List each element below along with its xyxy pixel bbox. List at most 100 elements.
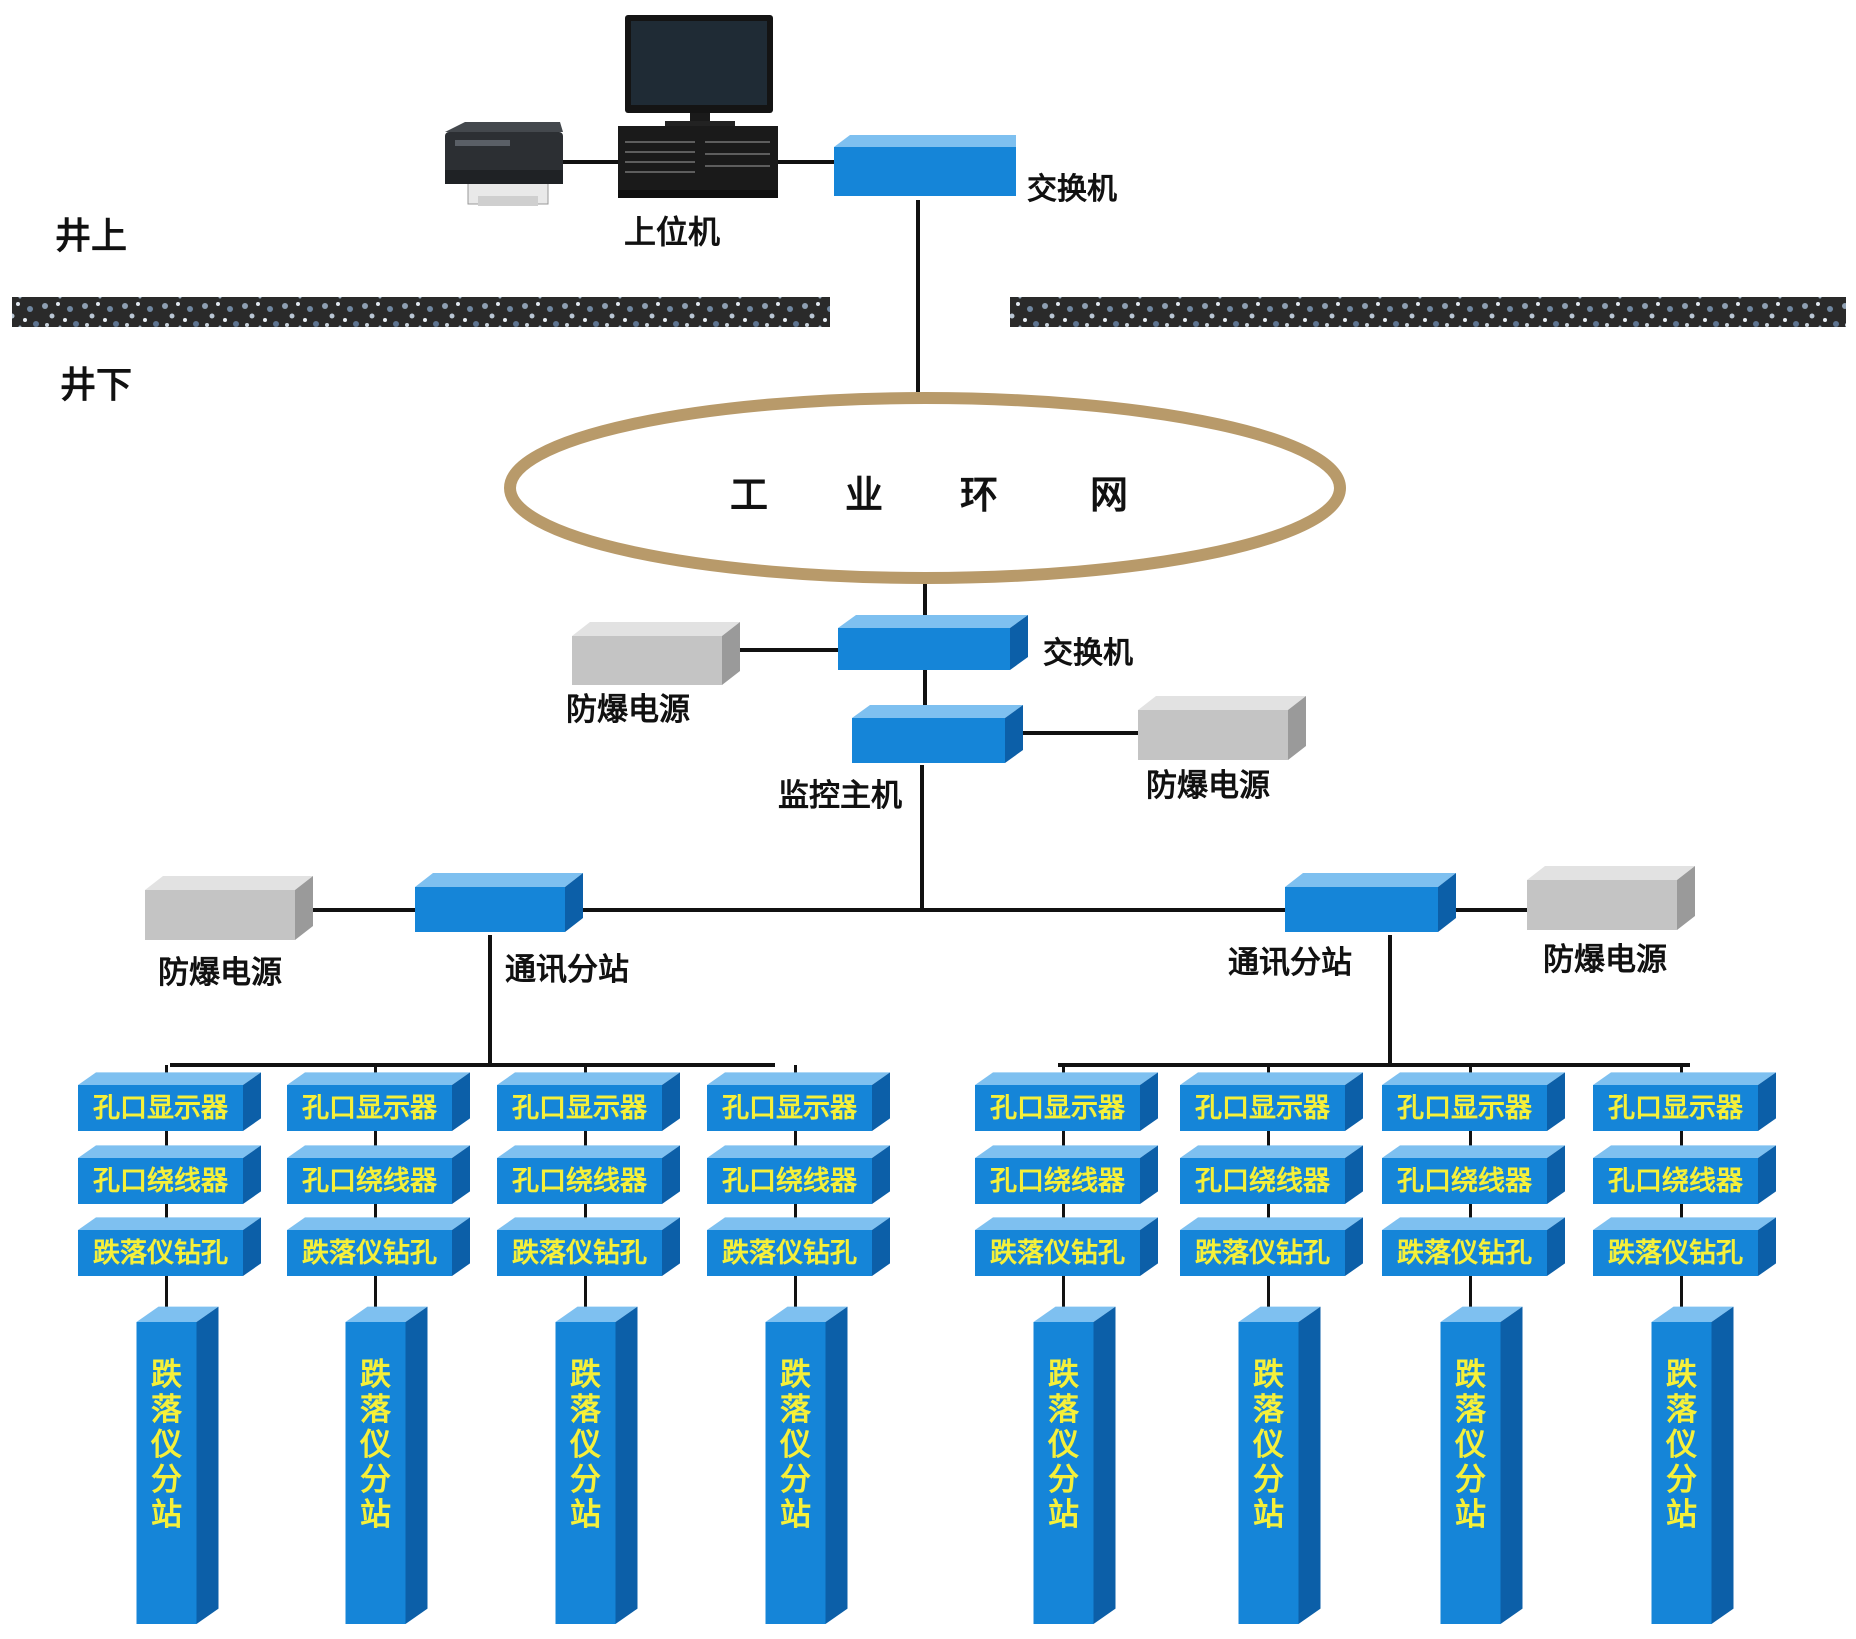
hole-winder-label-2: 孔口绕线器 <box>302 1165 438 1197</box>
drop-drill-box-3 <box>497 1217 680 1276</box>
hole-display-label-5: 孔口显示器 <box>990 1093 1126 1124</box>
drop-substation-pillar-5 <box>1033 1306 1116 1624</box>
drop-substation-char-5-2: 落 <box>1048 1392 1080 1428</box>
hole-winder-box-2 <box>287 1145 470 1204</box>
top-switch-label: 交换机 <box>1027 172 1117 207</box>
drop-substation-pillar-1 <box>136 1306 219 1624</box>
drop-substation-char-3-2: 落 <box>570 1392 602 1428</box>
hole-display-label-2: 孔口显示器 <box>302 1093 438 1124</box>
station-left-icon <box>415 873 583 932</box>
drop-drill-box-5 <box>975 1217 1158 1276</box>
ring-char-3: 环 <box>960 473 998 517</box>
drop-drill-box-1 <box>78 1217 261 1276</box>
drop-substation-char-5-4: 分 <box>1048 1462 1079 1498</box>
drop-drill-box-6 <box>1180 1217 1363 1276</box>
drop-substation-char-6-5: 站 <box>1253 1497 1284 1533</box>
hole-winder-label-1: 孔口绕线器 <box>93 1165 229 1197</box>
power-supply-left-label: 防爆电源 <box>566 692 690 728</box>
drop-drill-box-8 <box>1593 1217 1776 1276</box>
drop-substation-char-1-1: 跌 <box>151 1357 182 1393</box>
ring-char-1: 工 <box>730 473 768 517</box>
drop-substation-char-4-5: 站 <box>780 1497 811 1533</box>
drop-substation-char-7-3: 仪 <box>1454 1427 1486 1463</box>
top-switch-icon <box>834 135 1016 196</box>
core-switch-icon <box>838 615 1028 670</box>
drop-substation-char-3-4: 分 <box>570 1462 601 1498</box>
drop-substation-char-4-4: 分 <box>780 1462 811 1498</box>
drop-substation-char-8-4: 分 <box>1666 1462 1697 1498</box>
drop-substation-char-8-3: 仪 <box>1665 1427 1697 1463</box>
power-supply-right-label: 防爆电源 <box>1146 768 1270 804</box>
drop-substation-char-7-1: 跌 <box>1455 1357 1486 1393</box>
drop-substation-char-7-5: 站 <box>1455 1497 1486 1533</box>
ground-layer-left <box>12 297 830 327</box>
drop-substation-char-6-4: 分 <box>1253 1462 1284 1498</box>
hole-display-box-2 <box>287 1072 470 1131</box>
hole-display-label-7: 孔口显示器 <box>1397 1093 1533 1124</box>
drop-drill-label-6: 跌落仪钻孔 <box>1195 1238 1330 1269</box>
hole-winder-box-5 <box>975 1145 1158 1204</box>
above-ground-label: 井上 <box>55 216 127 257</box>
drop-drill-box-7 <box>1382 1217 1565 1276</box>
drop-substation-char-1-3: 仪 <box>150 1427 182 1463</box>
drop-substation-char-2-5: 站 <box>360 1497 391 1533</box>
drop-substation-char-2-1: 跌 <box>360 1357 391 1393</box>
hole-display-box-1 <box>78 1072 261 1131</box>
drop-substation-char-1-4: 分 <box>151 1462 182 1498</box>
drop-substation-char-3-5: 站 <box>570 1497 601 1533</box>
hole-winder-label-3: 孔口绕线器 <box>512 1165 648 1197</box>
drop-substation-char-3-3: 仪 <box>569 1427 601 1463</box>
hole-winder-box-6 <box>1180 1145 1363 1204</box>
hole-display-box-3 <box>497 1072 680 1131</box>
drop-drill-label-5: 跌落仪钻孔 <box>990 1238 1125 1269</box>
printer-icon <box>445 122 563 206</box>
drop-substation-pillar-8 <box>1651 1306 1734 1624</box>
drop-substation-char-5-5: 站 <box>1048 1497 1079 1533</box>
drop-drill-box-2 <box>287 1217 470 1276</box>
hole-display-box-4 <box>707 1072 890 1131</box>
drop-drill-label-1: 跌落仪钻孔 <box>93 1238 228 1269</box>
hole-winder-label-7: 孔口绕线器 <box>1397 1165 1533 1197</box>
drop-substation-char-4-3: 仪 <box>779 1427 811 1463</box>
hole-winder-box-8 <box>1593 1145 1776 1204</box>
drop-substation-char-8-1: 跌 <box>1666 1357 1697 1393</box>
ring-char-2: 业 <box>845 473 883 517</box>
underground-label: 井下 <box>60 365 132 406</box>
drop-drill-label-3: 跌落仪钻孔 <box>512 1238 647 1269</box>
drop-substation-char-5-3: 仪 <box>1047 1427 1079 1463</box>
drop-substation-char-8-5: 站 <box>1666 1497 1697 1533</box>
drop-substation-char-7-2: 落 <box>1455 1392 1487 1428</box>
hole-display-label-8: 孔口显示器 <box>1608 1093 1744 1124</box>
station-left-label: 通讯分站 <box>505 952 629 988</box>
industrial-ring <box>504 392 1346 584</box>
drop-substation-pillar-6 <box>1238 1306 1321 1624</box>
station-right-label: 通讯分站 <box>1228 945 1352 981</box>
hole-winder-box-4 <box>707 1145 890 1204</box>
host-computer-label: 上位机 <box>624 213 720 251</box>
monitor-host-label: 监控主机 <box>778 778 902 814</box>
hole-winder-label-6: 孔口绕线器 <box>1195 1165 1331 1197</box>
hole-winder-box-7 <box>1382 1145 1565 1204</box>
drop-drill-label-8: 跌落仪钻孔 <box>1608 1238 1743 1269</box>
drop-substation-char-6-2: 落 <box>1253 1392 1285 1428</box>
station-right-power-icon <box>1527 866 1695 930</box>
hole-display-label-6: 孔口显示器 <box>1195 1093 1331 1124</box>
station-right-power-label: 防爆电源 <box>1543 942 1667 978</box>
ground-layer-right <box>1010 297 1846 327</box>
drop-drill-box-4 <box>707 1217 890 1276</box>
hole-display-box-6 <box>1180 1072 1363 1131</box>
station-left-power-icon <box>145 876 313 940</box>
hole-display-label-3: 孔口显示器 <box>512 1093 648 1124</box>
drop-substation-pillar-2 <box>345 1306 428 1624</box>
host-computer-icon <box>618 15 778 198</box>
drop-substation-char-6-1: 跌 <box>1253 1357 1284 1393</box>
power-supply-right-icon <box>1138 696 1306 760</box>
hole-display-label-4: 孔口显示器 <box>722 1093 858 1124</box>
drop-substation-char-3-1: 跌 <box>570 1357 601 1393</box>
hole-display-box-5 <box>975 1072 1158 1131</box>
drop-substation-char-5-1: 跌 <box>1048 1357 1079 1393</box>
hole-winder-label-5: 孔口绕线器 <box>990 1165 1126 1197</box>
ring-char-4: 网 <box>1090 473 1128 517</box>
drop-substation-char-8-2: 落 <box>1666 1392 1698 1428</box>
station-right-icon <box>1285 873 1456 932</box>
